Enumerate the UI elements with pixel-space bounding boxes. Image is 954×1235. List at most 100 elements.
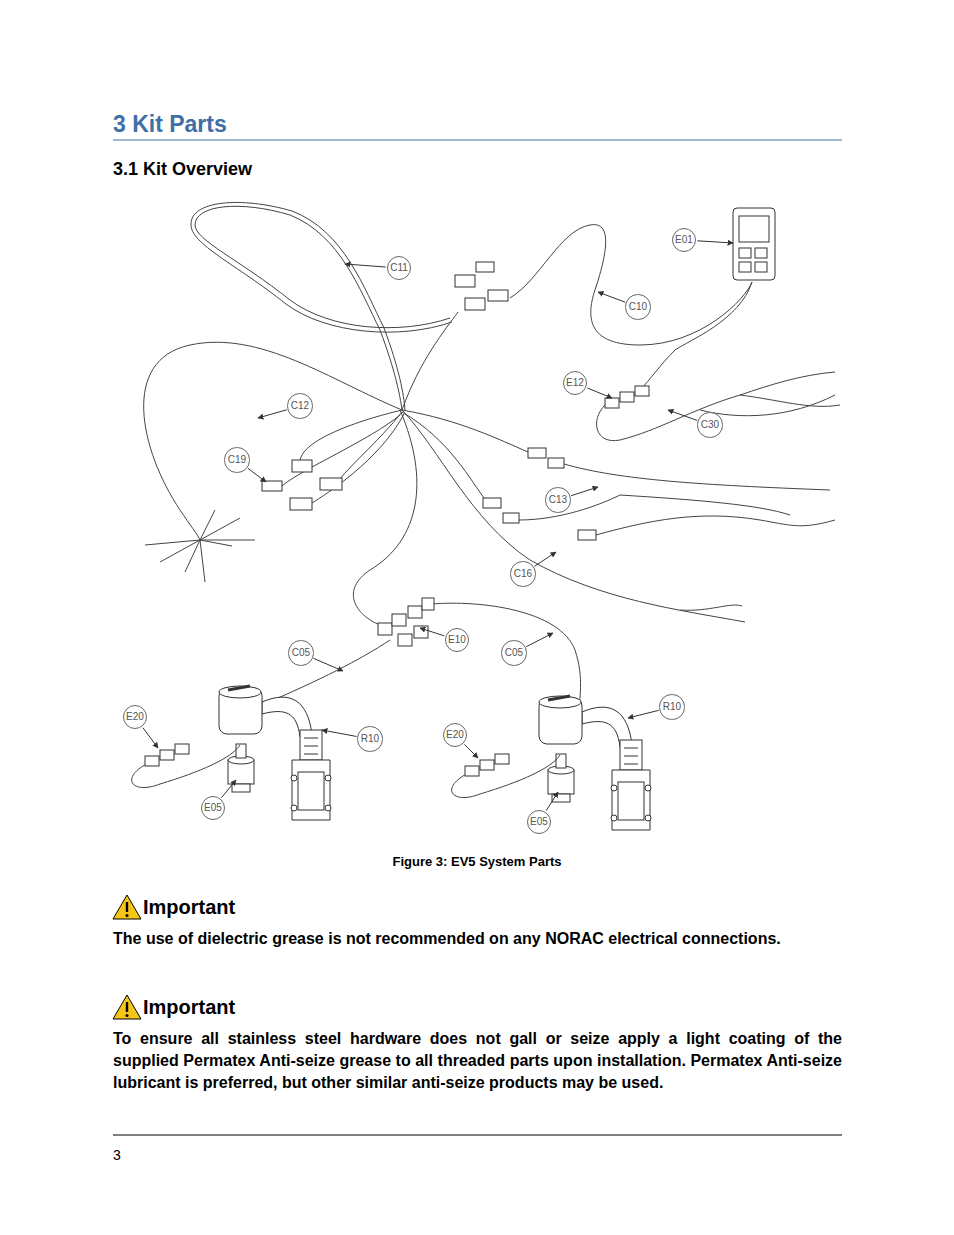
illustration-part — [144, 342, 402, 540]
leader-line — [598, 292, 625, 302]
illustration-part — [312, 414, 404, 503]
callout-number: E05 — [204, 803, 222, 813]
leader-line — [420, 628, 444, 636]
callout-number: R10 — [361, 734, 379, 744]
callout-circle: R10 — [659, 694, 684, 719]
callout-number: C30 — [701, 420, 719, 430]
illustration-part — [755, 262, 767, 272]
sensor-assembly — [452, 696, 651, 830]
leader-line — [143, 728, 158, 748]
illustration-part — [739, 248, 751, 258]
callout-circle: C30 — [697, 412, 722, 437]
important-note: The use of dielectric grease is not reco… — [113, 928, 842, 950]
leader-line — [534, 552, 556, 566]
leader-line — [464, 744, 478, 758]
callout-number: C12 — [291, 401, 309, 411]
illustration-part — [597, 372, 835, 441]
callout-number: C11 — [390, 263, 408, 273]
illustration-part — [605, 398, 619, 408]
illustration-part — [548, 458, 564, 468]
leader-line — [587, 388, 612, 398]
callout-number: E20 — [446, 730, 464, 740]
illustration-part — [483, 498, 501, 508]
illustration-part — [113, 995, 141, 1019]
illustration-part — [282, 415, 400, 486]
callout-circle: E20 — [123, 705, 148, 730]
callout-number: R10 — [663, 702, 681, 712]
leader-line — [697, 241, 733, 243]
connectors — [262, 208, 775, 646]
callout-circle: E01 — [672, 228, 697, 253]
illustration-part — [320, 478, 342, 490]
callout-circle: E05 — [527, 810, 552, 835]
illustration-part — [564, 464, 830, 490]
leader-line — [345, 264, 386, 267]
illustration-part — [398, 634, 412, 646]
illustration-part — [465, 298, 485, 310]
illustration-part — [126, 1014, 129, 1017]
warning-icon — [113, 895, 141, 919]
leader-line — [526, 633, 553, 647]
illustration-part — [620, 392, 634, 402]
subsection-heading: 3.1 Kit Overview — [113, 159, 252, 180]
leader-line — [314, 658, 343, 671]
callout-number: C05 — [505, 648, 523, 658]
callout-number: E20 — [126, 712, 144, 722]
illustration-part — [408, 606, 422, 618]
illustration-part — [402, 410, 745, 622]
illustration-part — [503, 513, 519, 523]
section-heading: 3 Kit Parts — [113, 111, 227, 138]
illustration-part — [402, 312, 458, 410]
illustration-part — [739, 216, 769, 242]
leader-line — [571, 487, 598, 496]
illustration-part — [640, 282, 752, 390]
callout-circle: C10 — [625, 294, 650, 319]
callout-number: E05 — [530, 817, 548, 827]
illustration-part — [596, 516, 835, 535]
illustration-part — [402, 410, 528, 452]
leader-line — [546, 792, 558, 811]
leader-line — [258, 410, 287, 418]
important-heading: Important — [143, 996, 235, 1019]
illustration-part — [578, 530, 596, 540]
callout-circle: C19 — [224, 447, 249, 472]
illustration-part — [113, 895, 141, 919]
sensor-assembly — [132, 686, 331, 820]
leader-line — [668, 410, 697, 420]
illustration-part — [353, 410, 417, 625]
illustration-part — [488, 290, 508, 301]
callout-circle: C05 — [501, 640, 526, 665]
illustration-part — [733, 208, 775, 280]
illustration-part — [338, 412, 402, 482]
callout-circle: C16 — [510, 561, 535, 586]
callout-number: E10 — [448, 635, 466, 645]
illustration-part — [528, 448, 546, 458]
callout-circle: E12 — [563, 371, 588, 396]
callout-number: C05 — [292, 648, 310, 658]
illustration-part — [510, 225, 752, 345]
page-number: 3 — [113, 1147, 121, 1163]
illustration-part — [422, 598, 434, 610]
illustration-part — [191, 202, 452, 410]
illustration-part — [262, 481, 282, 491]
cables — [144, 202, 840, 712]
leader-line — [248, 468, 266, 482]
callout-number: E01 — [675, 235, 693, 245]
illustration-part — [455, 275, 475, 287]
leader-line — [322, 730, 357, 736]
callout-number: C19 — [228, 455, 246, 465]
callout-circle: E10 — [445, 628, 470, 653]
illustration-part — [126, 1002, 128, 1012]
illustration-part — [290, 498, 312, 510]
warning-icon — [113, 995, 141, 1019]
important-heading: Important — [143, 896, 235, 919]
callout-number: C16 — [514, 569, 532, 579]
callout-circle: C12 — [287, 393, 312, 418]
leader-line — [222, 780, 236, 798]
callout-circle: C11 — [387, 256, 412, 281]
illustration-part — [700, 395, 835, 416]
illustration-part — [126, 914, 129, 917]
